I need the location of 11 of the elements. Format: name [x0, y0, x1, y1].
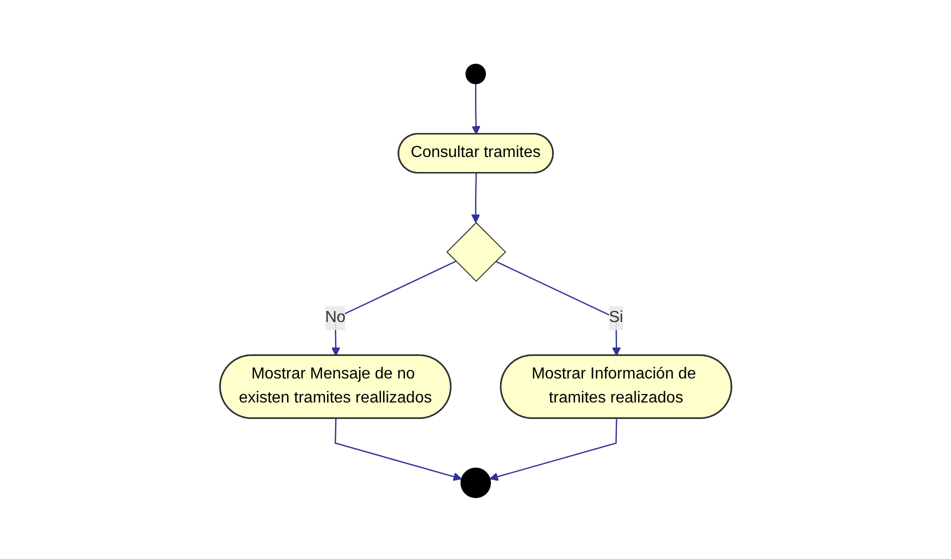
- edge-label: No: [324, 308, 346, 326]
- node-diamond: [446, 222, 506, 282]
- arrow: [495, 260, 621, 356]
- node-circle: [465, 63, 486, 84]
- arrow: [471, 172, 480, 223]
- arrow: [471, 83, 480, 134]
- node-circle: [460, 467, 491, 498]
- arrow: [489, 418, 617, 481]
- arrow: [334, 418, 462, 481]
- edge-label: Si: [608, 308, 623, 326]
- arrow: [331, 260, 456, 356]
